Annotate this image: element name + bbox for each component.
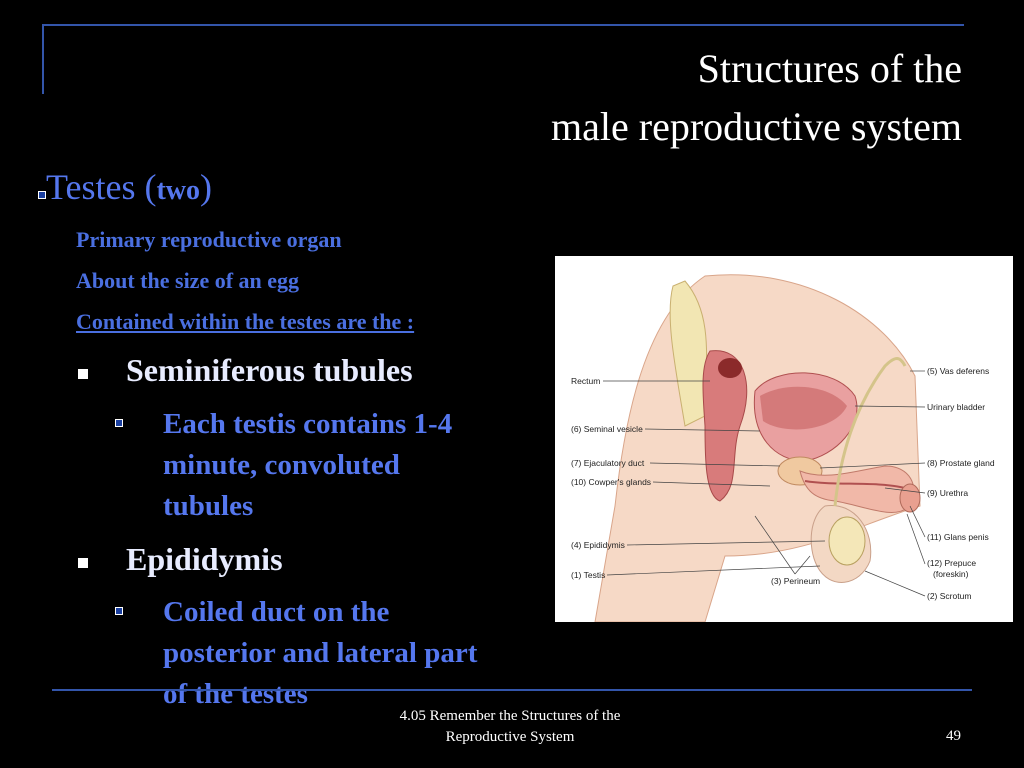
slide-title: Structures of the male reproductive syst…: [551, 40, 962, 156]
heading-testes: Testes (two): [38, 166, 212, 208]
anatomy-diagram: Rectum (6) Seminal vesicle (7) Ejaculato…: [555, 256, 1013, 623]
label-prepuce: (12) Prepuce: [927, 558, 976, 568]
detail-line: of the testes: [163, 678, 308, 710]
label-prostate-gland: (8) Prostate gland: [927, 458, 995, 468]
page-number: 49: [946, 728, 961, 744]
label-perineum: (3) Perineum: [771, 576, 820, 586]
footer-line: [52, 689, 972, 691]
square-bullet-icon: [78, 369, 88, 379]
detail-line: posterior and lateral part: [163, 637, 478, 669]
hollow-square-bullet-icon: [115, 419, 123, 427]
detail-line: tubules: [163, 490, 254, 522]
subpoint-1: Primary reproductive organ: [76, 227, 342, 252]
label-epididymis: (4) Epididymis: [571, 540, 625, 550]
label-cowpers-glands: (10) Cowper's glands: [571, 477, 651, 487]
label-urinary-bladder: Urinary bladder: [927, 402, 985, 412]
frame-top-line: [42, 24, 964, 26]
item-epididymis: Epididymis: [126, 541, 283, 577]
detail-line: Each testis contains 1-4: [163, 408, 453, 440]
label-glans-penis: (11) Glans penis: [927, 532, 989, 542]
heading-main: Testes (: [46, 167, 157, 207]
footer-line-2: Reproductive System: [445, 729, 575, 745]
hollow-square-bullet-icon: [38, 191, 46, 199]
subpoint-2: About the size of an egg: [76, 268, 300, 293]
frame-left-line: [42, 24, 44, 94]
heading-emphasis: two: [156, 175, 200, 206]
detail-line: Coiled duct on the: [163, 596, 390, 628]
item-seminiferous-details: Each testis contains 1-4 minute, convolu…: [163, 404, 452, 527]
heading-close: ): [200, 167, 212, 207]
label-scrotum: (2) Scrotum: [927, 591, 971, 601]
square-bullet-icon: [78, 558, 88, 568]
label-urethra: (9) Urethra: [927, 488, 968, 498]
footer-line-1: 4.05 Remember the Structures of the: [399, 708, 621, 724]
label-rectum: Rectum: [571, 376, 600, 386]
subpoint-3: Contained within the testes are the :: [76, 309, 415, 334]
item-seminiferous-tubules: Seminiferous tubules: [126, 352, 413, 388]
label-vas-deferens: (5) Vas deferens: [927, 366, 989, 376]
item-epididymis-details: Coiled duct on the posterior and lateral…: [163, 592, 477, 715]
footer-text: 4.05 Remember the Structures of the Repr…: [360, 706, 660, 748]
male-reproductive-illustration: Rectum (6) Seminal vesicle (7) Ejaculato…: [571, 274, 995, 623]
hollow-square-bullet-icon: [115, 607, 123, 615]
label-ejaculatory-duct: (7) Ejaculatory duct: [571, 458, 645, 468]
label-testis: (1) Testis: [571, 570, 605, 580]
detail-line: minute, convoluted: [163, 449, 400, 481]
rectum-lumen: [718, 358, 742, 378]
label-seminal-vesicle: (6) Seminal vesicle: [571, 424, 643, 434]
leader-lines: [603, 370, 926, 597]
title-line-1: Structures of the: [697, 46, 962, 91]
title-line-2: male reproductive system: [551, 104, 962, 149]
label-foreskin: (foreskin): [933, 569, 969, 579]
